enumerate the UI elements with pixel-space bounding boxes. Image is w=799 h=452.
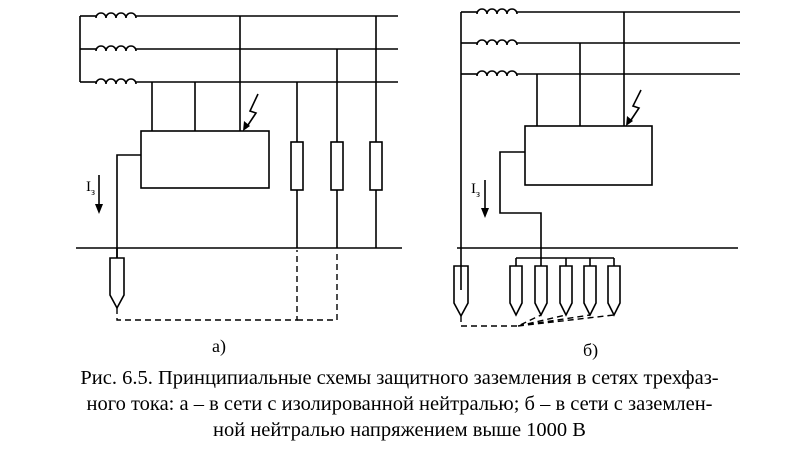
- coil-icon: [95, 78, 137, 85]
- phase-lines-b: [461, 8, 740, 77]
- earth-return-path-b: [460, 314, 615, 327]
- fault-arrow-icon: [626, 89, 642, 126]
- coil-icon: [476, 8, 518, 15]
- coil-icon: [95, 45, 137, 52]
- scheme-b: Iз: [453, 8, 740, 361]
- caption-line-1: Рис. 6.5. Принципиальные схемы защитного…: [80, 367, 719, 389]
- earth-return-path-a: [116, 250, 298, 321]
- figure-caption: Рис. 6.5. Принципиальные схемы защитного…: [0, 365, 799, 443]
- resistor-icon: [330, 49, 344, 248]
- caption-line-3: ной нейтралью напряжением выше 1000 В: [213, 419, 586, 441]
- coil-icon: [95, 12, 137, 19]
- ground-electrode-icon: [534, 258, 548, 317]
- caption-line-2: ного тока: а – в сети с изолированной не…: [86, 393, 713, 415]
- current-arrow-icon: [481, 180, 489, 218]
- equipment-enclosure-a: [140, 130, 270, 189]
- ground-electrode-icon: [583, 258, 597, 317]
- current-label-a: Iз: [86, 179, 95, 198]
- ground-electrode-icon: [607, 258, 621, 317]
- current-arrow-icon: [95, 175, 103, 214]
- label-b: б): [583, 340, 598, 361]
- ground-electrode-icon: [509, 258, 523, 317]
- scheme-a: Iз а): [76, 12, 402, 357]
- resistor-icon: [290, 82, 304, 248]
- fault-arrow-icon: [243, 93, 259, 131]
- coil-icon: [476, 70, 518, 77]
- ground-electrode-icon: [559, 258, 573, 317]
- coil-icon: [476, 39, 518, 46]
- current-label-b: Iз: [471, 181, 480, 200]
- equipment-enclosure-b: [524, 125, 653, 186]
- label-a: а): [212, 336, 226, 357]
- ground-electrode-icon: [453, 265, 469, 318]
- phase-lines-a: [80, 12, 398, 85]
- ground-electrode-icon: [109, 248, 125, 310]
- resistor-icon: [369, 16, 383, 248]
- ground-electrode-group: [509, 258, 621, 317]
